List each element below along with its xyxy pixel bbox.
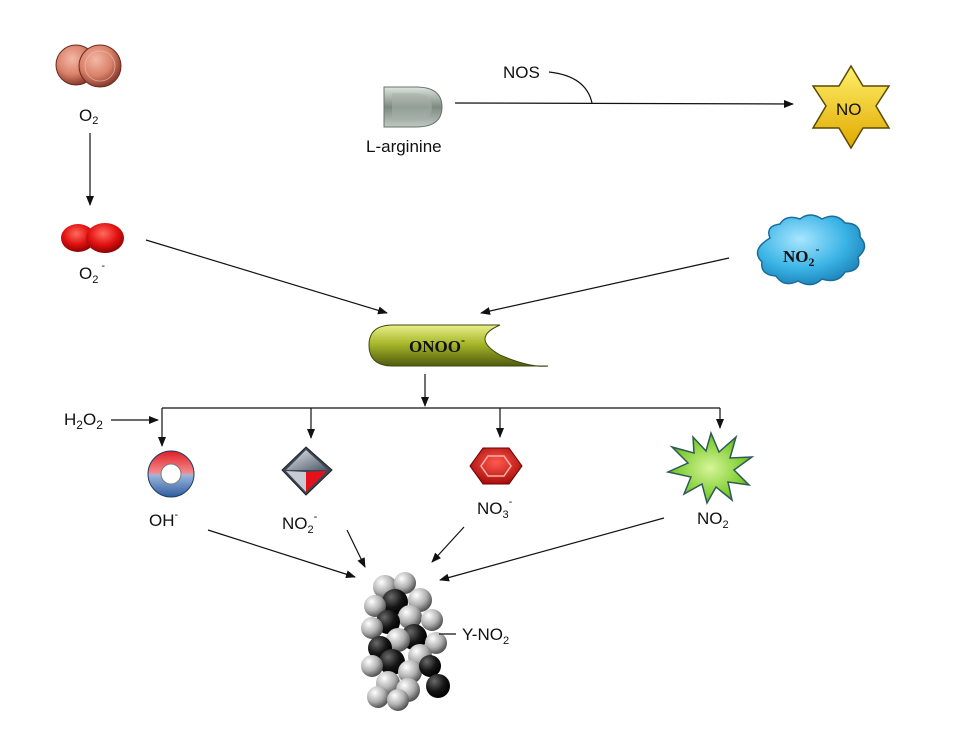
nitrate-hexagon-icon [469,447,523,485]
atom-sphere [387,689,409,711]
nos-curve [548,71,593,104]
l-arginine-icon [383,86,443,128]
y-no2-label: Y-NO2 [462,625,509,647]
atom-sphere [361,655,383,677]
nitrotyrosine-molecule-icon [361,572,450,711]
cloud-nitrite-label: NO2- [783,242,820,269]
arrow-superoxide-to-onoo [145,239,388,315]
arrow-nitrite-to-tyr [346,529,366,568]
hydroxyl-ring-icon [147,450,195,498]
atom-sphere [426,674,450,698]
o2-label: O2 [79,106,98,127]
atom-sphere [425,632,447,654]
atom-sphere [398,605,422,629]
nitrite-diamond-icon [281,446,333,496]
nitrogen-dioxide-burst-icon [665,430,755,505]
arrow-nitrate-to-tyr [431,526,465,563]
atom-sphere [421,609,443,631]
atom-sphere [379,649,405,675]
arrow-oh-to-tyr [207,529,356,579]
atom-sphere [394,572,416,594]
superoxide-label: O2- [79,260,105,286]
nitrogen-dioxide-label: NO2 [697,509,729,531]
l-arginine-label: L-arginine [366,137,442,156]
no-label: NO [836,100,862,119]
atom-sphere [367,686,389,708]
superoxide-molecule-icon [61,223,124,253]
nitrate-label: NO3- [477,496,513,521]
nitrite-cloud-icon [756,214,866,286]
arrow-nitrite-to-onoo [480,257,730,315]
nitrite-label: NO2- [282,511,318,536]
onoo-label: ONOO- [409,333,465,356]
nos-label: NOS [503,63,540,82]
atom-sphere [386,628,410,652]
arrow-arginine-to-no [454,99,794,108]
oh-label: OH- [149,509,179,530]
arrow-no2-to-tyr [439,517,665,582]
no-star-icon [811,64,891,150]
peroxynitrite-capsule-icon [368,324,549,367]
h2o2-label: H2O2 [64,410,103,432]
atom-sphere [419,655,441,677]
atom-sphere [361,617,383,639]
atom-sphere [364,595,386,617]
atom-sphere [382,589,408,615]
o2-molecule-icon [55,44,122,88]
atom-sphere [398,660,422,684]
